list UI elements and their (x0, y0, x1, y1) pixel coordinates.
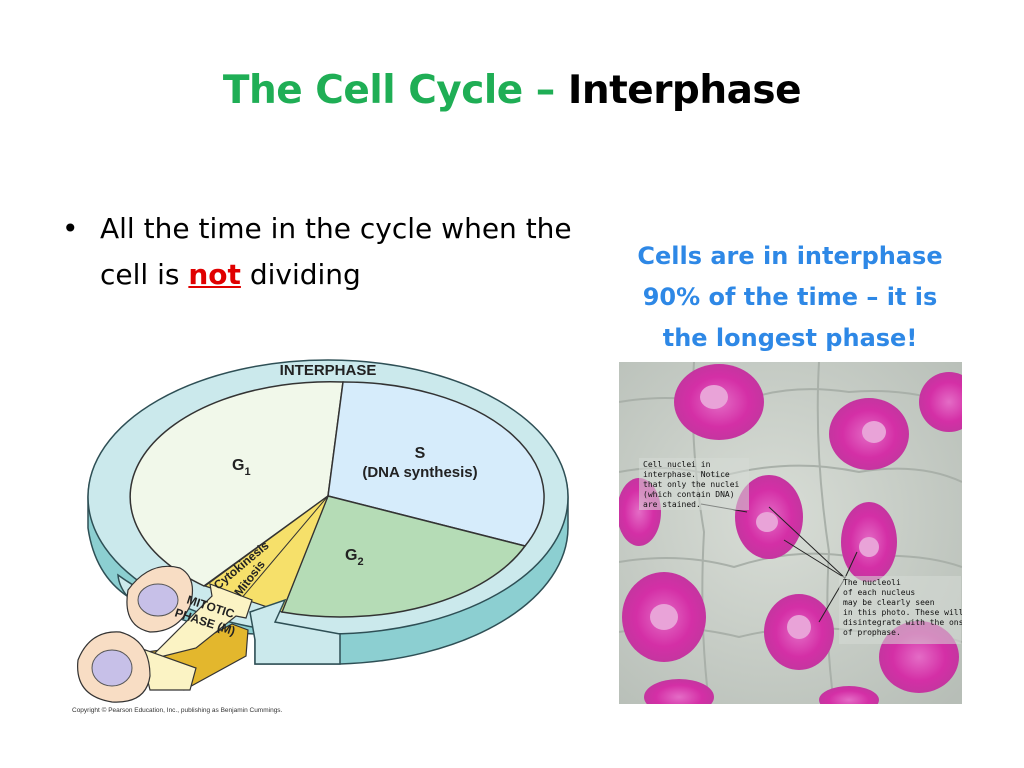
bullet-text: All the time in the cycle when the cell … (100, 206, 580, 298)
micrograph-image (619, 362, 962, 704)
nucleus-10 (644, 679, 714, 704)
photo-caption-nuclei: Cell nuclei in interphase. Notice that o… (643, 460, 740, 509)
bullet-text-before: All the time in the cycle when the cell … (100, 212, 572, 291)
g2-label-main: G (345, 547, 357, 564)
mitosis-divider (239, 495, 329, 601)
s-sector (327, 381, 545, 547)
copyright-text: Copyright © Pearson Education, Inc., pub… (72, 706, 283, 714)
interphase-callout: Cells are in interphase 90% of the time … (620, 236, 960, 359)
bullet-text-after: dividing (240, 258, 361, 291)
g2-label: G2 (345, 547, 364, 568)
slide-title: The Cell Cycle – Interphase (0, 68, 1024, 113)
phase-pie (129, 381, 545, 618)
callout-line-3: the longest phase! (662, 324, 918, 352)
s-label: S (415, 445, 426, 462)
callout-line-1: Cells are in interphase (637, 242, 943, 270)
g2-label-sub: 2 (357, 556, 363, 568)
dividing-cell-lower (77, 631, 151, 703)
nucleolus-7 (650, 604, 678, 630)
g2-sector (280, 495, 527, 618)
nucleus-11 (819, 686, 879, 704)
nucleolus-8 (787, 615, 811, 639)
g1-label-sub: 1 (244, 466, 250, 478)
g1-sector (129, 381, 344, 587)
g1-label-main: G (232, 457, 244, 474)
photo-caption-nucleoli: The nucleoli of each nucleus may be clea… (843, 578, 962, 637)
nucleolus-5 (859, 537, 879, 557)
nucleolus-2 (862, 421, 886, 443)
nucleolus-4 (756, 512, 778, 532)
cell-nucleus-upper (137, 583, 179, 617)
ring-label: INTERPHASE (280, 362, 377, 379)
g1-label: G1 (232, 457, 251, 478)
callout-line-2: 90% of the time – it is (642, 283, 938, 311)
bullet-emphasis: not (188, 258, 241, 291)
dividing-cell-upper (126, 565, 193, 633)
title-prefix: The Cell Cycle – (222, 68, 568, 113)
title-topic: Interphase (567, 68, 802, 113)
s-sublabel: (DNA synthesis) (362, 464, 477, 481)
nucleolus-1 (700, 385, 728, 409)
note2-backdrop (839, 576, 961, 644)
nucleus-3 (919, 372, 962, 432)
cell-nucleus-lower (91, 649, 133, 687)
mitotic-arrow (146, 583, 253, 662)
ring-arrowhead (249, 598, 341, 665)
bullet-dot-icon: • (62, 212, 79, 245)
note1-backdrop (639, 458, 749, 510)
interphase-micrograph: Cell nuclei in interphase. Notice that o… (619, 362, 962, 704)
